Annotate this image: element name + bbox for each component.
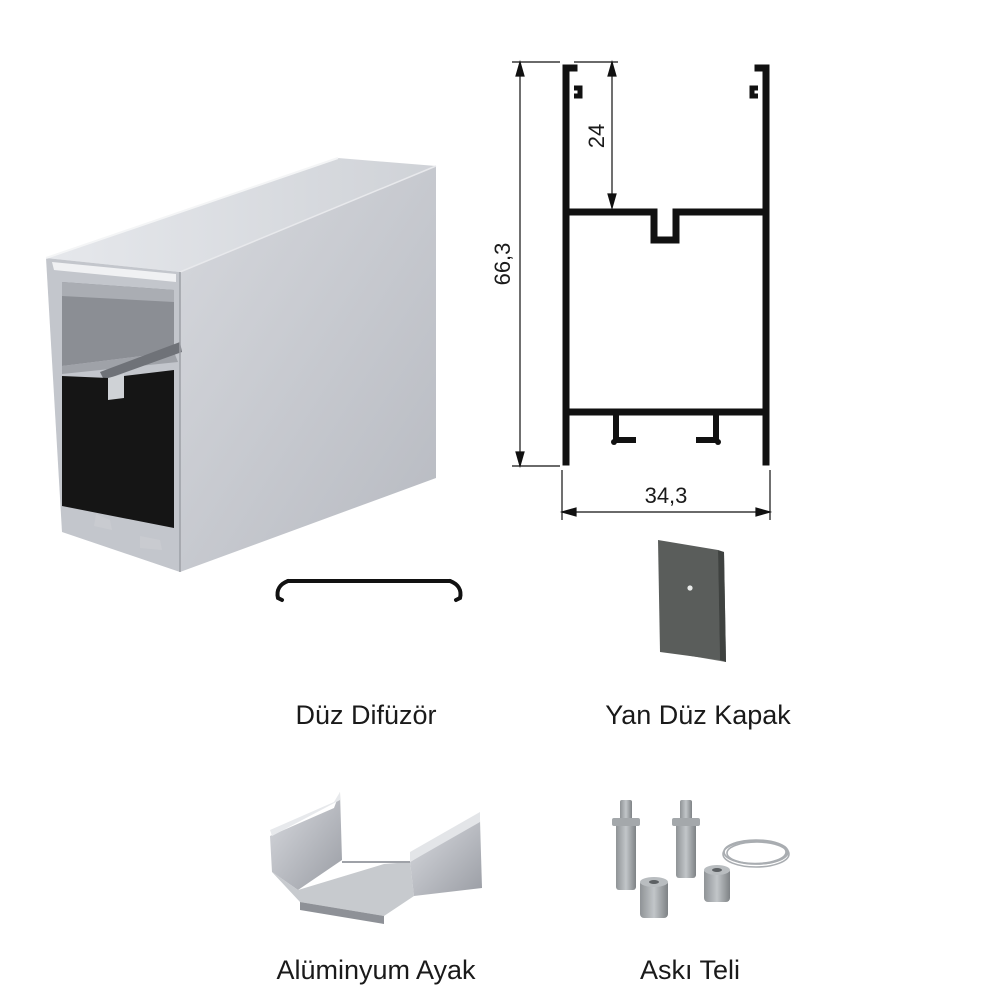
bottom-left-clip [613, 412, 636, 443]
suspension-wire-kit-icon [612, 800, 790, 918]
top-left-hook [574, 85, 583, 99]
wire-coil [722, 839, 790, 868]
dimension-label-inner-height: 24 [584, 124, 609, 148]
flat-diffuser-label: Düz Difüzör [295, 700, 437, 730]
dimension-inner-height [574, 59, 618, 211]
aluminium-foot-label: Alüminyum Ayak [276, 955, 476, 985]
profile-outline [562, 64, 770, 466]
profile-3d-render [45, 157, 437, 572]
dimension-total-height [512, 59, 560, 469]
cross-section-drawing: 66,3 24 34,3 [490, 59, 773, 520]
dimension-label-total-height: 66,3 [490, 243, 515, 286]
side-end-cap-label: Yan Düz Kapak [605, 700, 791, 730]
aluminium-foot-icon [270, 792, 482, 924]
side-end-cap-icon [658, 540, 726, 662]
suspension-wire-label: Askı Teli [639, 955, 741, 985]
top-right-hook [749, 85, 758, 99]
bottom-right-clip [696, 412, 719, 443]
dimension-width [559, 470, 773, 520]
flat-diffuser-icon [275, 579, 463, 602]
dimension-label-width: 34,3 [645, 483, 688, 508]
